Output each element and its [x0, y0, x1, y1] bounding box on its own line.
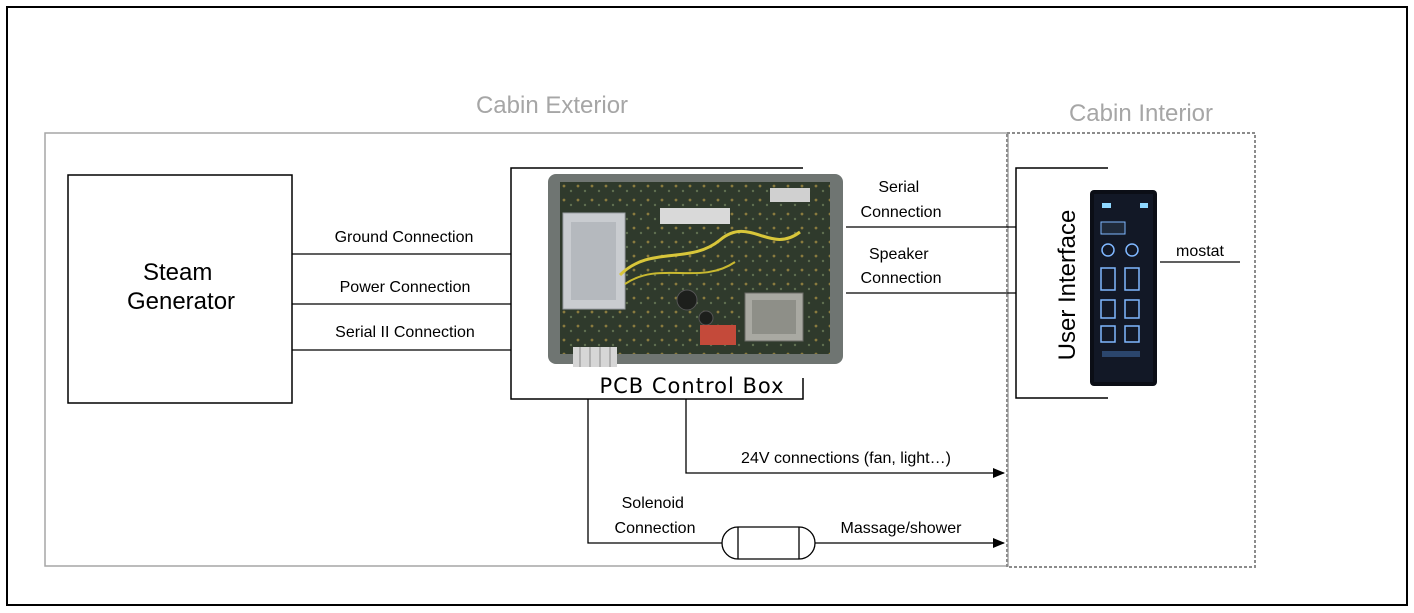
steam-generator-line-2: Generator	[127, 288, 235, 315]
serial-ii-connection-label: Serial II Connection	[335, 324, 475, 341]
cabin-exterior-region	[44, 132, 1009, 567]
v24-connection-label: 24V connections (fan, light…)	[741, 450, 951, 467]
solenoid-valve-symbol	[721, 526, 816, 560]
solenoid-connection-line	[587, 399, 723, 544]
pcb-board-image	[548, 174, 843, 367]
cabin-interior-region	[1006, 132, 1256, 568]
speaker-connection-line-1: Speaker	[869, 246, 929, 263]
control-panel-image	[1090, 190, 1157, 386]
thermostat-label: mostat	[1176, 243, 1225, 260]
solenoid-connection-line-2: Connection	[615, 520, 696, 537]
steam-generator-box	[67, 174, 293, 404]
serial-connection-line-1: Serial	[878, 179, 919, 196]
serial-connection-label: Serial Connection	[861, 179, 942, 221]
pcb-control-box-label: PCB Control Box	[599, 374, 784, 398]
outer-frame	[6, 6, 1408, 606]
solenoid-connection-line-1: Solenoid	[622, 495, 684, 512]
speaker-connection-line-2: Connection	[861, 270, 942, 287]
v24-connection-line	[685, 399, 1005, 478]
cabin-interior-label: Cabin Interior	[1069, 100, 1213, 127]
pcb-control-box-outline	[510, 167, 804, 400]
cabin-exterior-label: Cabin Exterior	[476, 92, 628, 119]
solenoid-connection-label: Solenoid Connection	[615, 495, 696, 537]
massage-shower-label: Massage/shower	[841, 520, 963, 537]
power-connection-label: Power Connection	[340, 279, 471, 296]
steam-generator-line-1: Steam	[143, 259, 212, 286]
user-interface-label: User Interface	[1054, 210, 1081, 361]
ground-connection-label: Ground Connection	[335, 229, 474, 246]
steam-generator-label: Steam Generator	[127, 259, 235, 315]
serial-connection-line-2: Connection	[861, 204, 942, 221]
user-interface-outline	[1015, 167, 1108, 399]
speaker-connection-label: Speaker Connection	[861, 246, 942, 287]
